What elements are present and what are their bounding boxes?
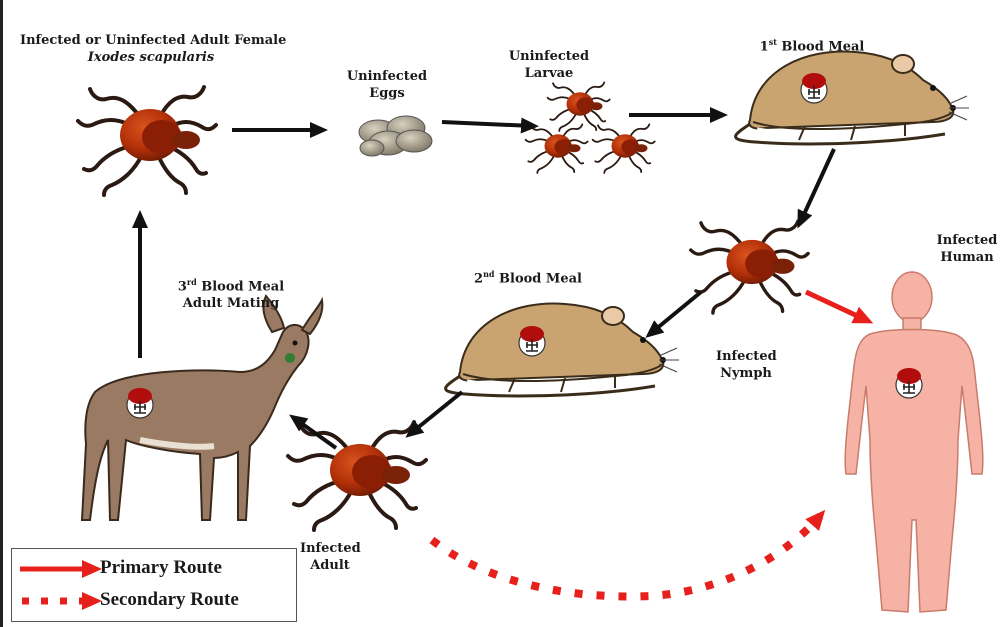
third-blood-meal-line1: 3rd Blood Meal	[168, 274, 294, 295]
legend-secondary-label: Secondary Route	[100, 589, 239, 611]
infected-nymph-label: Infected Nymph	[716, 348, 776, 382]
arrow-nymph-to-mouse2	[650, 292, 701, 334]
mouse-icon	[736, 52, 969, 144]
larva-icon	[548, 82, 610, 131]
secondary-route-swatch	[16, 587, 106, 615]
legend-secondary: Secondary Route	[12, 587, 296, 615]
arrow-eggs-to-larvae	[442, 122, 533, 126]
third-blood-meal-text: Blood Meal	[197, 279, 284, 294]
larvae-label-line1: Uninfected	[502, 48, 596, 65]
infected-human-line1: Infected	[930, 232, 1004, 249]
infected-adult-label: Infected Adult	[300, 540, 360, 574]
first-blood-meal-sup: st	[769, 37, 777, 47]
adult-female-tick-icon	[78, 87, 216, 195]
legend: Primary Route Secondary Route	[11, 548, 297, 622]
larvae-label: Uninfected Larvae	[502, 48, 596, 82]
first-blood-meal-num: 1	[760, 39, 769, 54]
second-blood-meal-text: Blood Meal	[495, 271, 582, 286]
infected-adult-line2: Adult	[300, 557, 360, 574]
adult-female-label-line1: Infected or Uninfected Adult Female	[20, 32, 282, 49]
legend-primary-label: Primary Route	[100, 557, 222, 579]
arrow-mouse-to-nymph	[800, 149, 834, 223]
infected-adult-line1: Infected	[300, 540, 360, 557]
bacteria-badge-icon	[896, 368, 922, 398]
infected-nymph-line2: Nymph	[716, 365, 776, 382]
larva-icon	[526, 124, 588, 173]
deer-icon	[82, 296, 322, 520]
eggs-label-line2: Eggs	[340, 85, 434, 102]
infected-human-label: Infected Human	[930, 232, 1004, 266]
bacteria-badge-icon	[801, 73, 827, 103]
infected-human-line2: Human	[930, 249, 1004, 266]
human-icon	[845, 272, 983, 612]
eggs-label-line1: Uninfected	[340, 68, 434, 85]
nymph-tick-icon	[691, 221, 808, 313]
second-blood-meal-num: 2	[474, 271, 483, 286]
larva-icon	[593, 124, 655, 173]
secondary-route-arrow	[432, 516, 820, 596]
first-blood-meal-label: 1st Blood Meal	[752, 34, 872, 55]
arrow-mouse2-to-adult	[410, 392, 462, 434]
primary-route-arrow	[806, 292, 866, 320]
third-blood-meal-num: 3	[178, 279, 187, 294]
adult-mating-label: Adult Mating	[168, 295, 294, 312]
second-blood-meal-sup: nd	[483, 269, 494, 279]
primary-route-swatch	[16, 555, 106, 583]
eggs-label: Uninfected Eggs	[340, 68, 434, 102]
second-blood-meal-label: 2nd Blood Meal	[468, 266, 588, 287]
adult-female-label: Infected or Uninfected Adult Female Ixod…	[20, 32, 282, 66]
eggs-icon	[359, 116, 432, 156]
legend-primary: Primary Route	[12, 555, 296, 583]
third-blood-meal-label: 3rd Blood Meal Adult Mating	[168, 274, 294, 312]
bacteria-badge-icon	[127, 388, 153, 418]
infected-nymph-line1: Infected	[716, 348, 776, 365]
first-blood-meal-text: Blood Meal	[777, 39, 864, 54]
bacteria-badge-icon	[519, 326, 545, 356]
infected-adult-tick-icon	[288, 422, 426, 530]
species-name: Ixodes scapularis	[88, 50, 214, 65]
adult-female-label-line2: Ixodes scapularis	[20, 49, 282, 66]
larvae-label-line2: Larvae	[502, 65, 596, 82]
mouse-icon	[446, 304, 679, 396]
third-blood-meal-sup: rd	[187, 277, 197, 287]
